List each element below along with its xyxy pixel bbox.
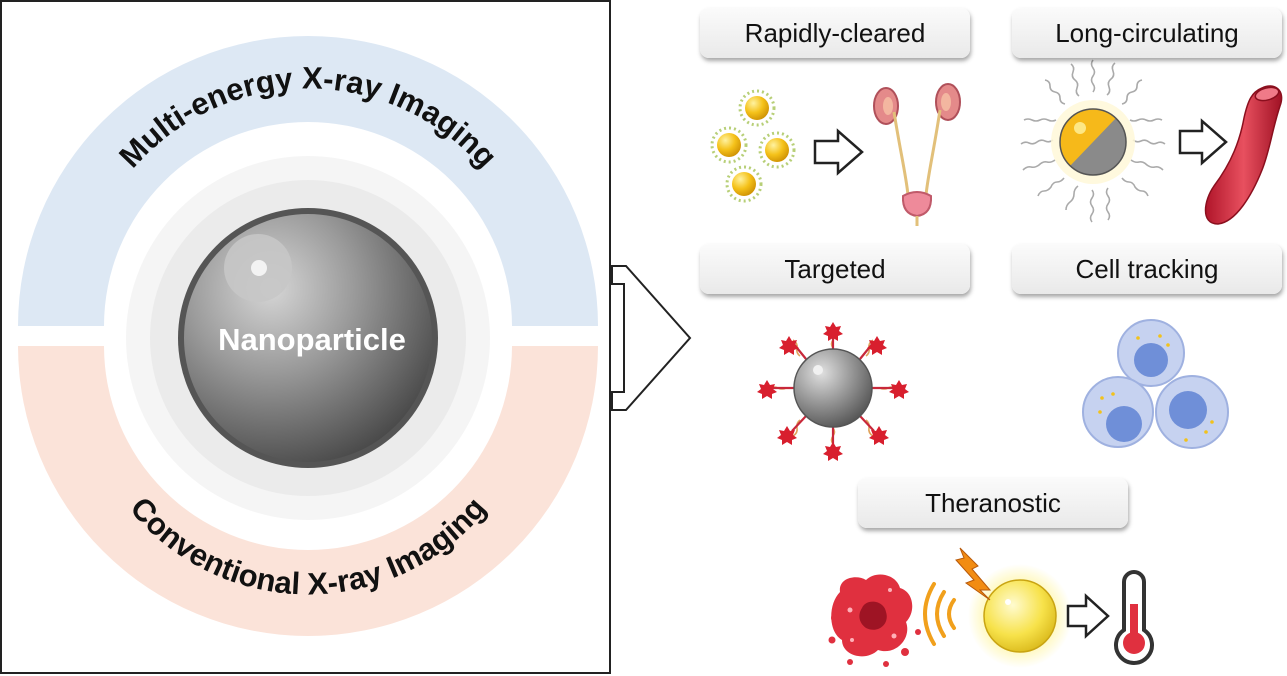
label-rapidly-cleared: Rapidly-cleared	[700, 8, 970, 58]
signal-waves-icon	[923, 582, 956, 646]
kidney-bladder-icon	[873, 83, 961, 226]
glowing-nanoparticle-icon	[968, 564, 1072, 668]
cells-icon	[1082, 319, 1229, 449]
thermometer-icon	[1114, 570, 1154, 665]
ring-bottom	[18, 346, 598, 636]
arrow-icon-2	[1178, 118, 1228, 166]
core-label: Nanoparticle	[218, 322, 406, 357]
lightning-icon	[955, 547, 992, 601]
pegylated-nanoparticle-icon	[1020, 59, 1166, 223]
tumor-icon	[828, 574, 921, 667]
arrow-icon-3	[1066, 593, 1110, 639]
label-long-circulating: Long-circulating	[1012, 8, 1282, 58]
small-nanoparticles-group	[710, 89, 796, 203]
ring-top	[18, 36, 598, 326]
blood-vessel-icon	[1204, 85, 1283, 225]
label-cell-tracking: Cell tracking	[1012, 244, 1282, 294]
label-targeted: Targeted	[700, 244, 970, 294]
main-arrow	[611, 265, 692, 411]
targeted-nanoparticle-icon	[757, 322, 909, 461]
core-nanoparticle	[178, 208, 438, 468]
arrow-icon	[813, 128, 864, 176]
label-theranostic: Theranostic	[858, 478, 1128, 528]
